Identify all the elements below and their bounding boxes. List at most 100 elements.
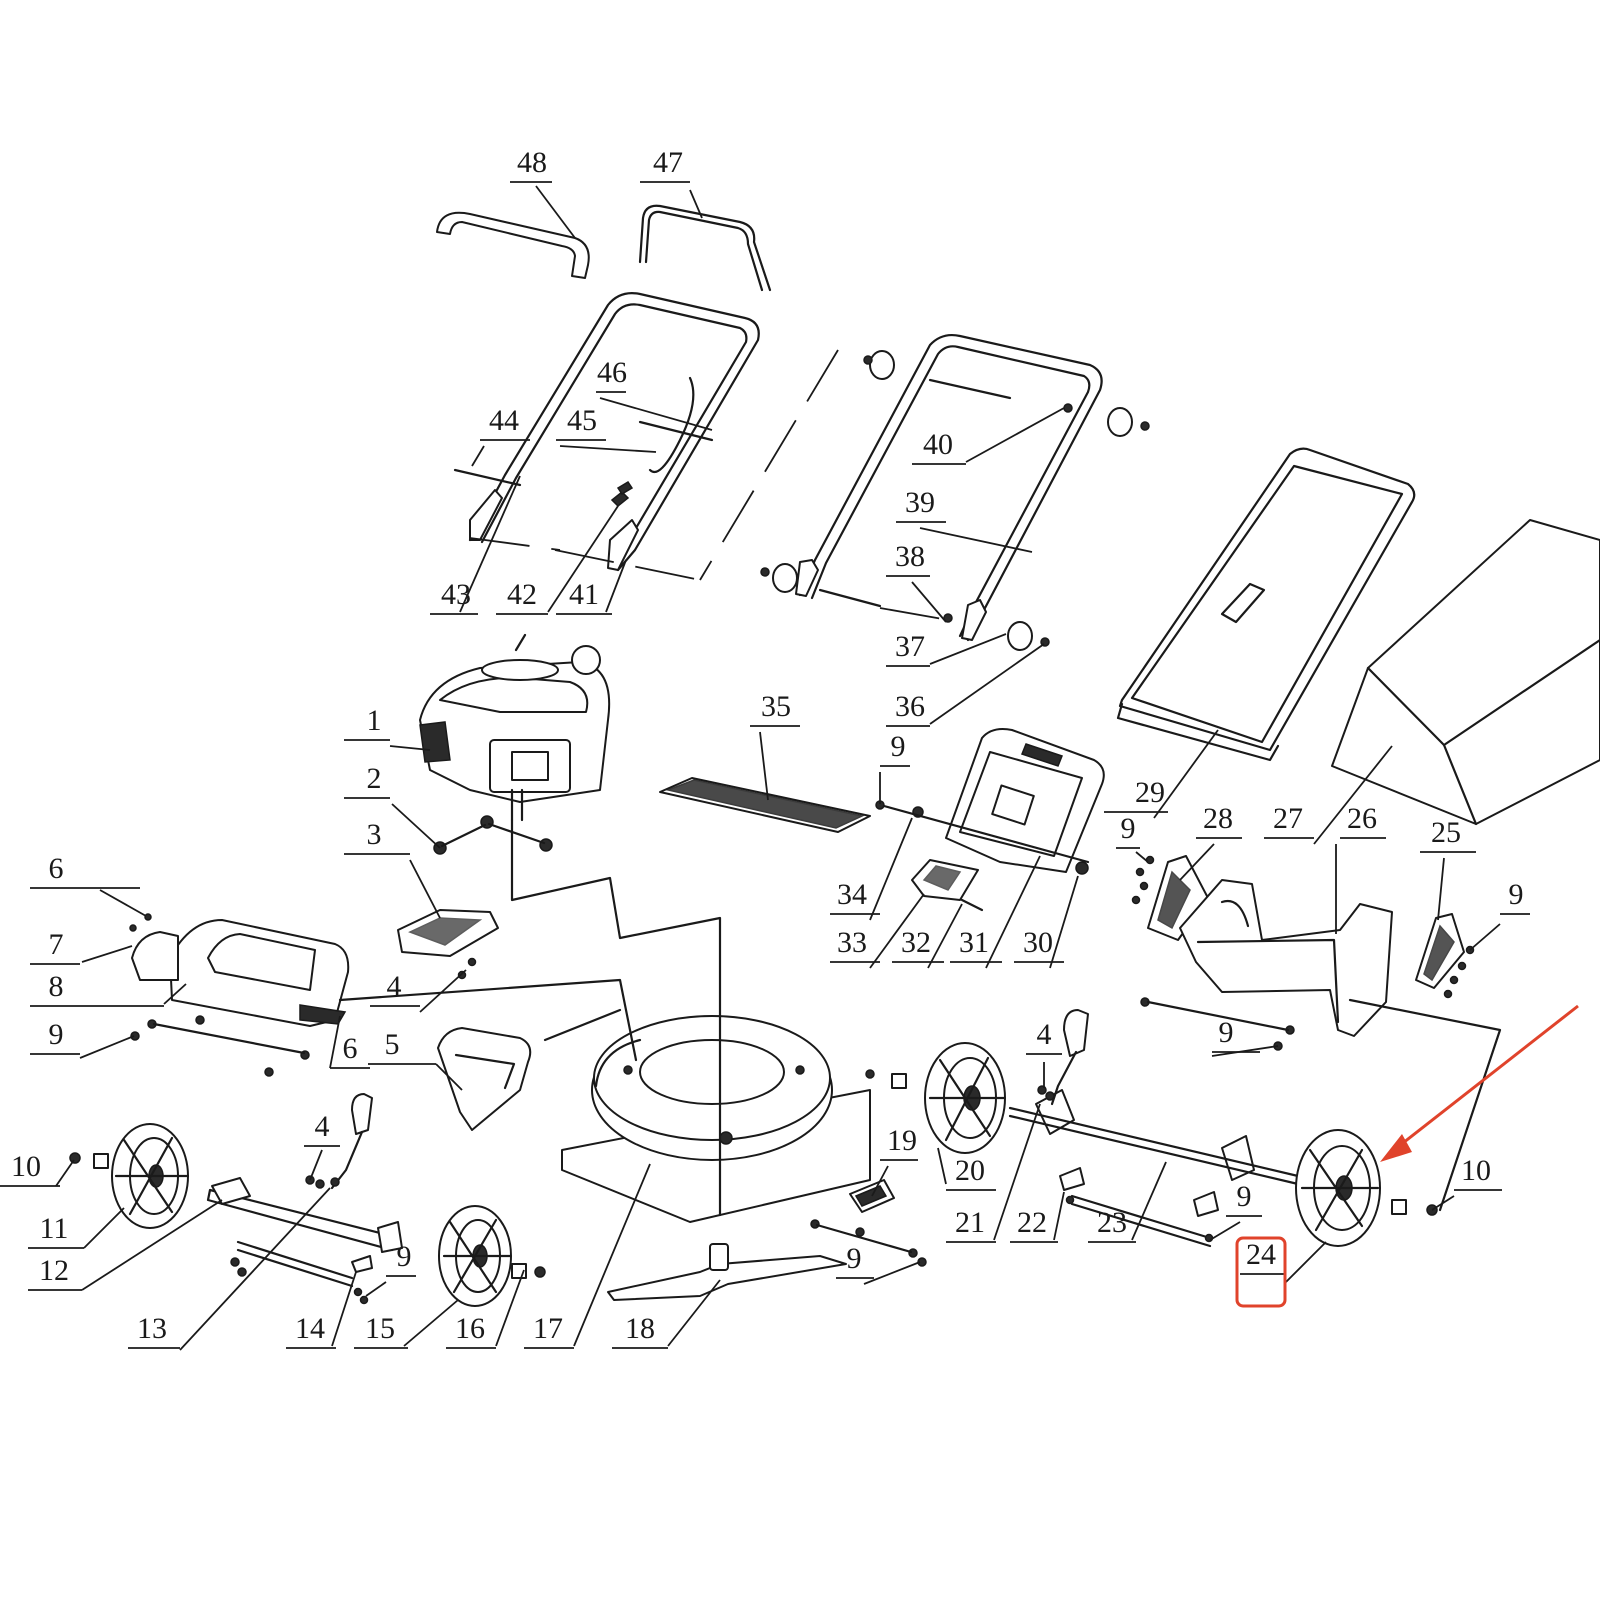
callout-p22: 22 (1010, 1191, 1065, 1243)
part-number-label: 5 (385, 1028, 400, 1061)
leader-line (863, 1261, 921, 1285)
deck-drawing (561, 1015, 871, 1223)
leader-line (689, 189, 703, 219)
callout-p4b: 4 (304, 1110, 340, 1181)
callout-p6a: 6 (30, 852, 147, 917)
part-number-label: 29 (1135, 776, 1165, 809)
part-number-label: 40 (923, 428, 953, 461)
red-arrow (1380, 1004, 1579, 1162)
leader-line (435, 1063, 463, 1091)
callout-p4c: 4 (1026, 1018, 1062, 1088)
callout-p48: 48 (510, 146, 576, 239)
callout-p42: 42 (496, 505, 619, 615)
leader-line (1431, 1195, 1455, 1211)
callout-p27: 27 (1264, 745, 1393, 845)
callout-p4a: 4 (370, 969, 467, 1013)
part-number-label: 37 (895, 630, 925, 663)
part-number-label: 31 (959, 926, 989, 959)
leader-line (1211, 1045, 1279, 1057)
callout-p20: 20 (937, 1147, 996, 1191)
callout-p43: 43 (430, 475, 521, 615)
part-number-label: 8 (49, 970, 64, 1003)
leader-line (929, 633, 1007, 665)
part-number-label: 35 (761, 690, 791, 723)
leader-line (919, 527, 1033, 553)
part-number-label: 1 (367, 704, 382, 737)
leader-line (329, 1015, 341, 1069)
wheel-left-drawing (111, 1123, 190, 1229)
rear-wheel-right-drawing (1295, 1129, 1381, 1247)
rear-flap-drawing (131, 919, 350, 1027)
callout-p9f: 9 (365, 1240, 416, 1297)
leader-line (331, 1271, 357, 1347)
callout-p3: 3 (344, 818, 441, 919)
part-number-label: 42 (507, 578, 537, 611)
part-number-label: 10 (11, 1150, 41, 1183)
callout-p9e: 9 (1211, 1016, 1279, 1057)
part-number-label: 21 (955, 1206, 985, 1239)
leader-line (1135, 851, 1149, 863)
part-number-label: 41 (569, 578, 599, 611)
callout-p9a: 9 (879, 730, 910, 804)
callout-p1: 1 (344, 704, 431, 751)
callout-p8: 8 (30, 970, 187, 1007)
leader-line (1469, 923, 1501, 951)
part-number-label: 39 (905, 486, 935, 519)
leader-line (409, 859, 441, 919)
callout-p5: 5 (368, 1028, 463, 1091)
part-number-label: 9 (1121, 812, 1136, 845)
part-number-label: 9 (1509, 878, 1524, 911)
leader-line (471, 445, 485, 467)
leader-line (81, 1199, 223, 1291)
leader-line (667, 1279, 721, 1347)
callout-p26: 26 (1335, 802, 1386, 934)
leader-line (605, 559, 627, 613)
leader-line (869, 893, 925, 969)
engine-drawing (419, 633, 611, 822)
callout-p9b: 9 (1116, 812, 1149, 863)
part-number-label: 11 (40, 1212, 69, 1245)
leader-line (965, 407, 1065, 463)
leader-line (985, 855, 1041, 969)
part-number-label: 9 (847, 1242, 862, 1275)
callout-p40: 40 (912, 407, 1065, 465)
callout-p38: 38 (886, 540, 947, 623)
callout-p31: 31 (950, 855, 1041, 969)
part-number-label: 47 (653, 146, 683, 179)
callout-p15: 15 (354, 1299, 459, 1349)
leader-line (573, 1163, 651, 1347)
part-number-label: 26 (1347, 802, 1377, 835)
callout-p16: 16 (446, 1269, 525, 1349)
leader-line (535, 185, 576, 239)
callout-p35: 35 (750, 690, 800, 801)
leader-line (599, 397, 713, 431)
part-number-label: 7 (49, 928, 64, 961)
leader-line (55, 1159, 75, 1187)
callout-p9g: 9 (1209, 1180, 1262, 1241)
part-drawings (69, 204, 1600, 1307)
part-number-label: 9 (1219, 1016, 1234, 1049)
callout-p2: 2 (344, 762, 441, 849)
part-number-label: 30 (1023, 926, 1053, 959)
part-number-label: 10 (1461, 1154, 1491, 1187)
leader-line (1437, 857, 1445, 921)
callout-p14: 14 (286, 1271, 357, 1349)
callout-p32: 32 (892, 903, 963, 969)
leader-line (929, 643, 1045, 725)
leader-line (419, 969, 467, 1013)
rear-door-drawing (945, 728, 1105, 873)
callout-p39: 39 (896, 486, 1033, 553)
leader-line (871, 1165, 889, 1197)
callout-p29: 29 (1104, 729, 1219, 819)
leader-line (495, 1269, 525, 1347)
part-number-label: 27 (1273, 802, 1303, 835)
part-number-label: 44 (489, 404, 519, 437)
leader-line (459, 475, 521, 613)
part-number-label: 3 (367, 818, 382, 851)
callout-p9c: 9 (1469, 878, 1530, 951)
upper-handle-drawing (468, 292, 760, 572)
part-number-label: 9 (1237, 1180, 1252, 1213)
rear-chassis-drawing (1179, 879, 1393, 1037)
callout-p9h: 9 (836, 1242, 921, 1285)
